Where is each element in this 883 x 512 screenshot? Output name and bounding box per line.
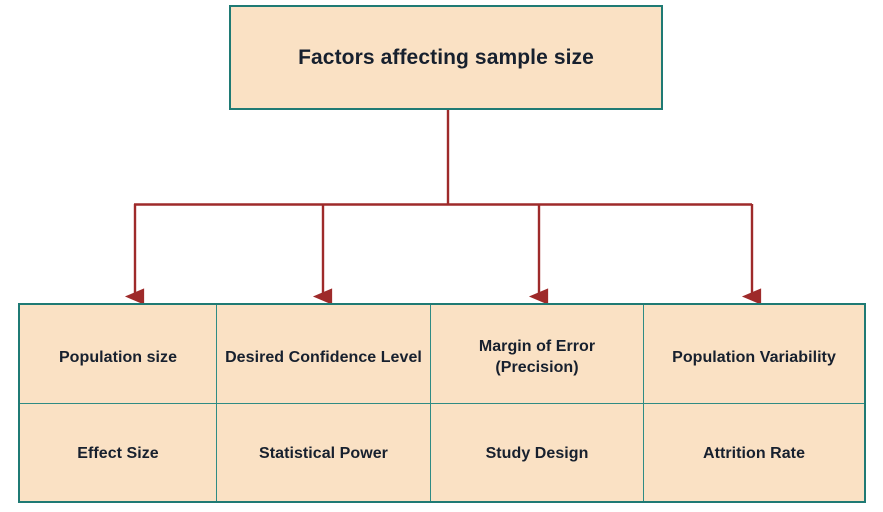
factor-label: Study Design	[485, 445, 589, 463]
factor-label: Population Variability	[672, 348, 836, 366]
factor-label: Attrition Rate	[702, 445, 806, 463]
factor-row: Population size Desired Confidence Level…	[20, 305, 864, 404]
factor-cell-attrition-rate: Attrition Rate	[644, 404, 864, 502]
factor-label: Desired Confidence Level	[225, 348, 422, 366]
factor-cell-study-design: Study Design	[431, 403, 644, 501]
factor-cell-population-size: Population size	[20, 305, 217, 403]
factor-cell-population-variability: Population Variability	[644, 305, 864, 403]
factor-cell-effect-size: Effect Size	[20, 403, 217, 501]
root-node: Factors affecting sample size	[229, 5, 663, 110]
factor-grid: Population size Desired Confidence Level…	[18, 303, 866, 503]
factor-row: Effect Size Statistical Power Study Desi…	[20, 403, 864, 502]
factor-label: Margin of Error (Precision)	[478, 338, 596, 376]
factor-cell-margin-of-error: Margin of Error (Precision)	[431, 305, 644, 403]
factor-cell-desired-confidence-level: Desired Confidence Level	[217, 305, 431, 403]
factor-label: Statistical Power	[259, 445, 388, 463]
factor-label: Effect Size	[77, 445, 159, 463]
factor-cell-statistical-power: Statistical Power	[217, 403, 431, 501]
root-node-label: Factors affecting sample size	[298, 45, 594, 69]
factor-label: Population size	[58, 348, 178, 366]
